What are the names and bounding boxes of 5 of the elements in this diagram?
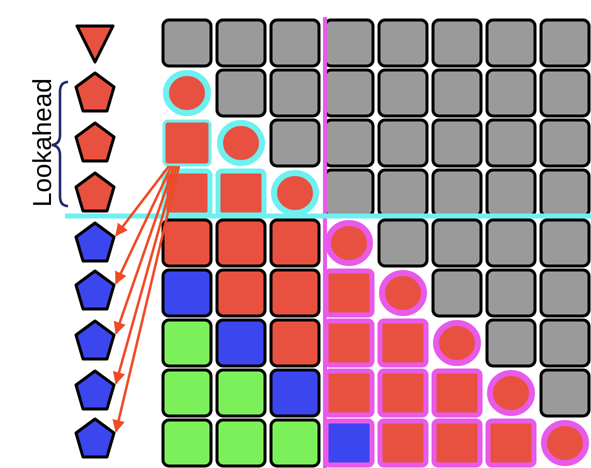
arrow <box>114 166 176 335</box>
arrow <box>115 165 170 236</box>
arrow <box>113 166 178 385</box>
arrow <box>114 165 173 285</box>
arrow <box>112 166 180 433</box>
